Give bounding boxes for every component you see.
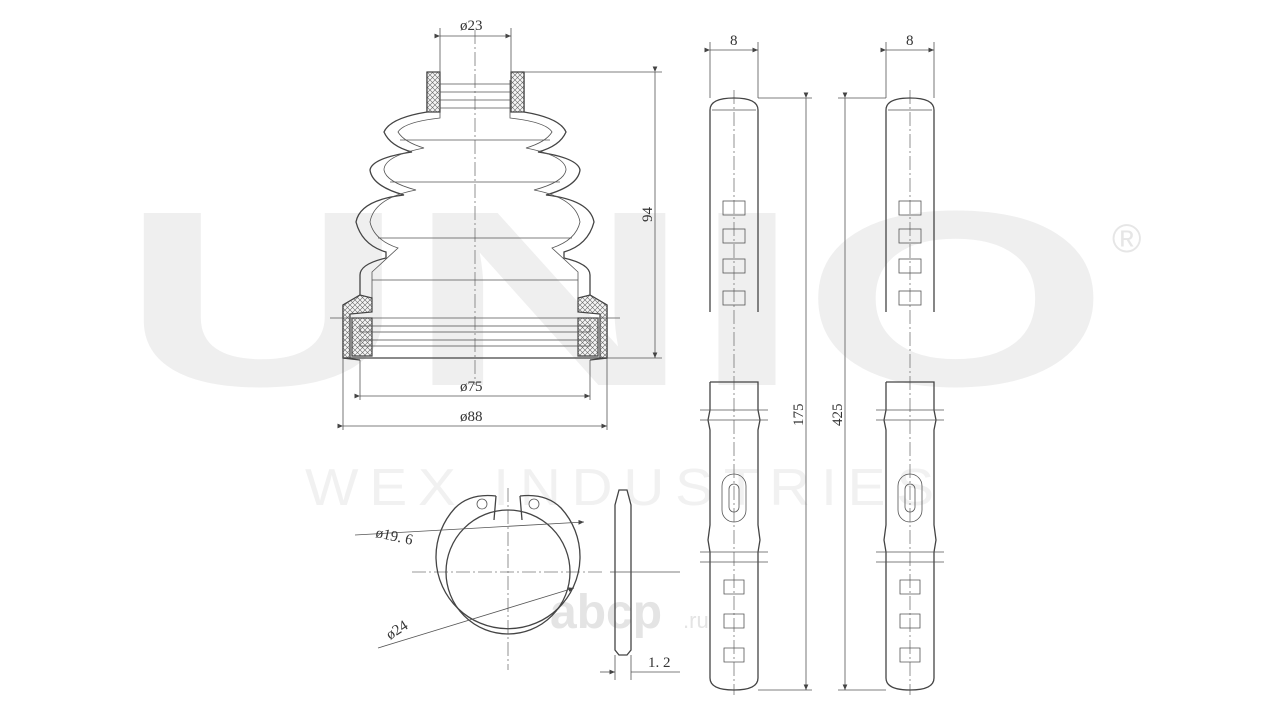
dim-boot-small-diameter: ø23 bbox=[460, 18, 483, 34]
cv-boot bbox=[330, 30, 620, 385]
dim-boot-outer-diameter: ø88 bbox=[460, 409, 483, 425]
watermark: UNIO ® WEX INDUSTRIES abcp .ru bbox=[120, 159, 1141, 639]
watermark-logo: UNIO bbox=[120, 159, 1110, 438]
watermark-registered-mark: ® bbox=[1112, 217, 1141, 261]
clamp-short-dimensions: 8 175 bbox=[704, 33, 812, 691]
ring-dimensions: ø19. 6 ø24 1. 2 bbox=[354, 519, 680, 680]
boot-dimensions: ø23 94 ø75 ø88 bbox=[337, 18, 662, 430]
dim-ring-outer-diameter: ø24 bbox=[383, 617, 411, 643]
clamp-strip-short bbox=[700, 90, 768, 695]
dim-ring-thickness: 1. 2 bbox=[648, 655, 671, 671]
dim-clamp-length-long: 425 bbox=[830, 404, 846, 427]
dim-clamp-width-long: 8 bbox=[906, 33, 914, 49]
clamp-strip-long bbox=[876, 90, 944, 695]
dim-boot-height: 94 bbox=[640, 207, 656, 223]
clamp-long-dimensions: 8 425 bbox=[830, 33, 935, 691]
watermark-company: WEX INDUSTRIES bbox=[305, 459, 945, 517]
watermark-site-brand: abcp bbox=[550, 586, 662, 639]
watermark-site-tld: .ru bbox=[683, 608, 709, 633]
dim-ring-inner-diameter: ø19. 6 bbox=[374, 525, 414, 549]
dim-clamp-length-short: 175 bbox=[791, 404, 807, 427]
dim-boot-inner-diameter: ø75 bbox=[460, 379, 483, 395]
dim-clamp-width-short: 8 bbox=[730, 33, 738, 49]
retaining-ring bbox=[412, 488, 680, 670]
